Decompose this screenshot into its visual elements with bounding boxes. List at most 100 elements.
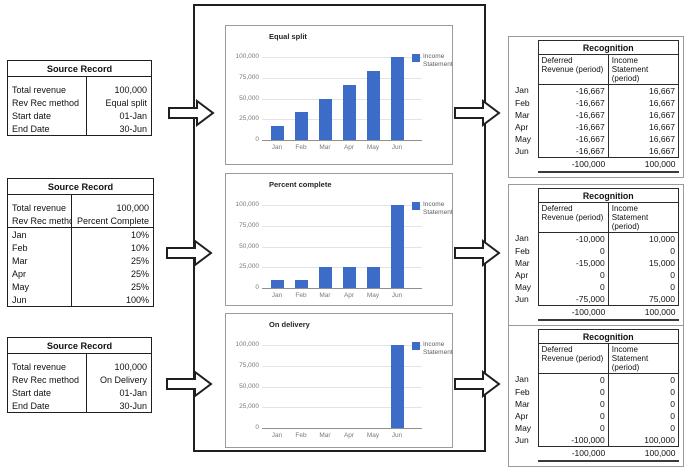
x-axis-tick-label: Mar bbox=[319, 144, 331, 151]
record-field-value: 100,000 bbox=[70, 201, 153, 214]
x-axis-line bbox=[262, 428, 422, 429]
record-title: Source Record bbox=[8, 179, 153, 195]
cell-income: 16,667 bbox=[607, 144, 680, 158]
cell-deferred: 0 bbox=[537, 268, 609, 281]
legend-swatch-icon bbox=[412, 202, 420, 210]
record-field-value: 30-Jun bbox=[85, 122, 151, 135]
flow-arrow-right-2-icon bbox=[454, 239, 501, 267]
record-field-label: Rev Rec method bbox=[12, 374, 80, 385]
bar bbox=[390, 205, 404, 288]
cell-income: 0 bbox=[607, 397, 680, 410]
total-income: 100,000 bbox=[608, 446, 679, 462]
cell-deferred: -16,667 bbox=[537, 132, 609, 145]
table-header: Recognition bbox=[537, 329, 679, 344]
row-month: Jan bbox=[515, 233, 529, 244]
record-field-label: End Date bbox=[12, 400, 50, 411]
x-axis-tick-label: May bbox=[366, 432, 380, 439]
bar bbox=[294, 112, 308, 140]
cell-deferred: 0 bbox=[537, 280, 609, 293]
row-month: Feb bbox=[515, 386, 530, 397]
schedule-month-label: Jan bbox=[8, 227, 71, 241]
schedule-month-label: May bbox=[12, 281, 30, 292]
bar bbox=[390, 345, 404, 428]
empty-cell bbox=[512, 157, 538, 172]
cell-deferred: -16,667 bbox=[537, 96, 609, 109]
row-month: Mar bbox=[515, 257, 530, 268]
column-header-deferred: Deferred Revenue (period) bbox=[537, 202, 609, 233]
row-month: May bbox=[515, 133, 532, 144]
cell-deferred: 0 bbox=[537, 397, 609, 410]
flow-arrow-left-3-icon bbox=[166, 370, 213, 398]
gridline bbox=[262, 98, 422, 100]
cell-income: 16,667 bbox=[607, 84, 680, 97]
cell-income: 15,000 bbox=[607, 256, 680, 269]
spacer-cell bbox=[85, 353, 151, 360]
cell-deferred: -16,667 bbox=[537, 120, 609, 133]
x-axis-tick-label: Jun bbox=[391, 292, 403, 299]
row-month: Jan bbox=[515, 85, 529, 96]
cell-deferred: -100,000 bbox=[537, 433, 609, 447]
cell-deferred: -16,667 bbox=[537, 108, 609, 121]
cell-income: 16,667 bbox=[607, 108, 680, 121]
arrow-icon bbox=[166, 370, 213, 398]
y-axis-tick-label: 0 bbox=[255, 424, 259, 431]
row-month: Mar bbox=[515, 398, 530, 409]
cell-deferred: 0 bbox=[537, 409, 609, 422]
schedule-month-label: Apr bbox=[12, 268, 27, 279]
row-month: Apr bbox=[515, 410, 529, 421]
column-header-deferred: Deferred Revenue (period) bbox=[537, 343, 609, 374]
record-field-label: Total revenue bbox=[12, 84, 67, 95]
bar bbox=[318, 98, 332, 140]
x-axis-tick-label: May bbox=[366, 144, 380, 151]
record-field-value: 100,000 bbox=[85, 360, 151, 373]
cell-deferred: 0 bbox=[537, 385, 609, 398]
record-field-label: Rev Rec method bbox=[12, 215, 71, 226]
empty-cell bbox=[512, 189, 538, 203]
record-field-label: Start date bbox=[12, 387, 52, 398]
bar bbox=[366, 70, 380, 140]
row-month: Jun bbox=[515, 434, 529, 445]
legend-label: Income Statement bbox=[423, 53, 453, 69]
row-month: Jun bbox=[515, 293, 529, 304]
gridline bbox=[262, 77, 422, 79]
x-axis-tick-label: Jun bbox=[391, 144, 403, 151]
empty-cell bbox=[512, 305, 538, 320]
cell-deferred: 0 bbox=[537, 421, 609, 434]
flow-arrow-right-3-icon bbox=[454, 370, 501, 398]
row-month: Feb bbox=[515, 97, 530, 108]
x-axis-tick-label: Jan bbox=[271, 144, 283, 151]
empty-cell bbox=[512, 330, 538, 344]
gridline bbox=[262, 205, 422, 206]
row-month: May bbox=[515, 281, 532, 292]
cell-income: 100,000 bbox=[607, 433, 680, 447]
x-axis-tick-label: Feb bbox=[295, 144, 307, 151]
flow-arrow-right-1-icon bbox=[454, 99, 501, 127]
bar bbox=[270, 279, 284, 288]
legend-swatch-icon bbox=[412, 54, 420, 62]
cell-deferred: -16,667 bbox=[537, 144, 609, 158]
